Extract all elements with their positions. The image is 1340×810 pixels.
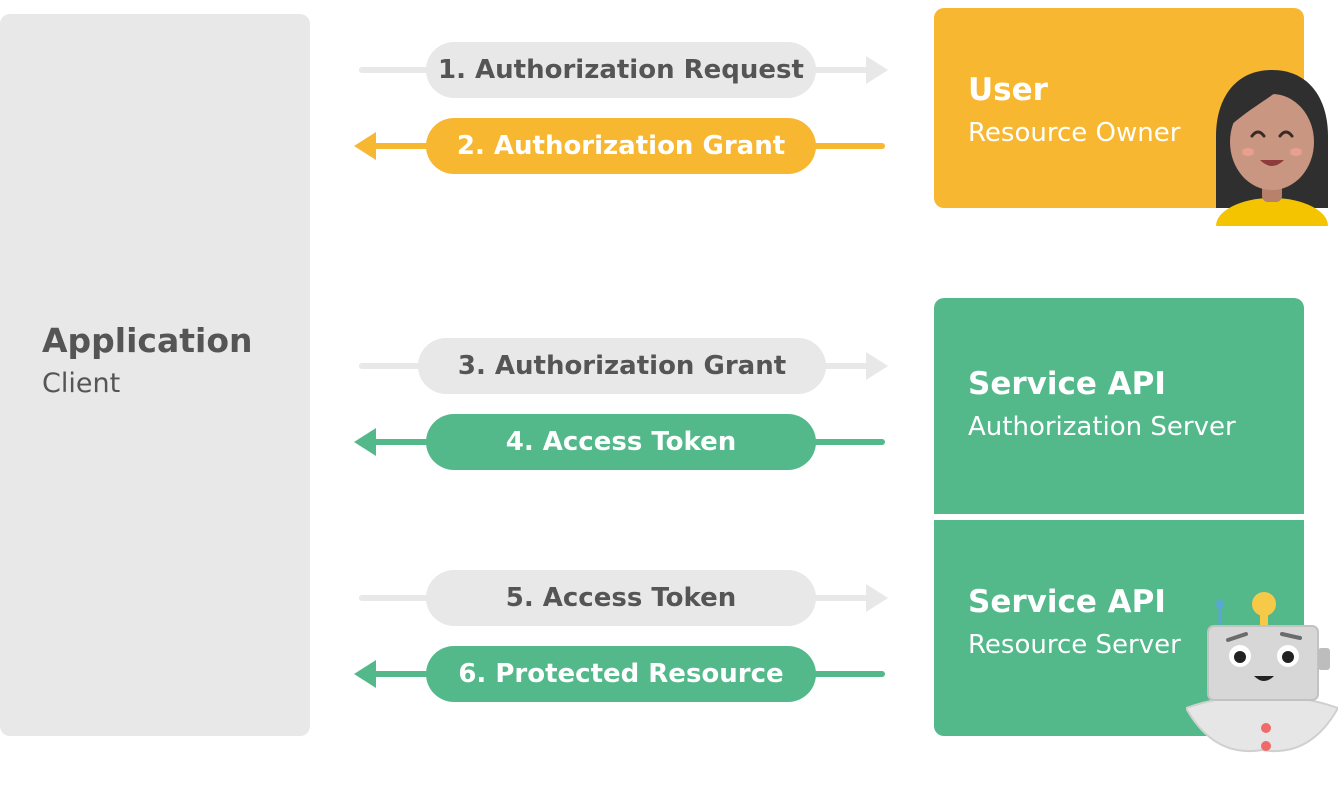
authorization-server-panel: Service API Authorization Server <box>934 298 1304 514</box>
step-4-pill: 4. Access Token <box>426 414 816 470</box>
auth-server-subtitle: Authorization Server <box>968 412 1236 442</box>
step-5-pill: 5. Access Token <box>426 570 816 626</box>
resource-server-subtitle: Resource Server <box>968 630 1181 660</box>
woman-avatar-icon <box>1216 70 1328 226</box>
resource-server-title: Service API <box>968 584 1166 620</box>
client-title: Application <box>42 321 253 360</box>
client-panel: Application Client <box>0 14 310 736</box>
auth-server-title: Service API <box>968 366 1166 402</box>
client-subtitle: Client <box>42 368 121 399</box>
user-title: User <box>968 72 1048 108</box>
step-3-pill: 3. Authorization Grant <box>418 338 826 394</box>
step-1-pill: 1. Authorization Request <box>426 42 816 98</box>
step-2-pill: 2. Authorization Grant <box>426 118 816 174</box>
robot-icon <box>1186 592 1338 753</box>
user-subtitle: Resource Owner <box>968 118 1181 148</box>
step-6-pill: 6. Protected Resource <box>426 646 816 702</box>
